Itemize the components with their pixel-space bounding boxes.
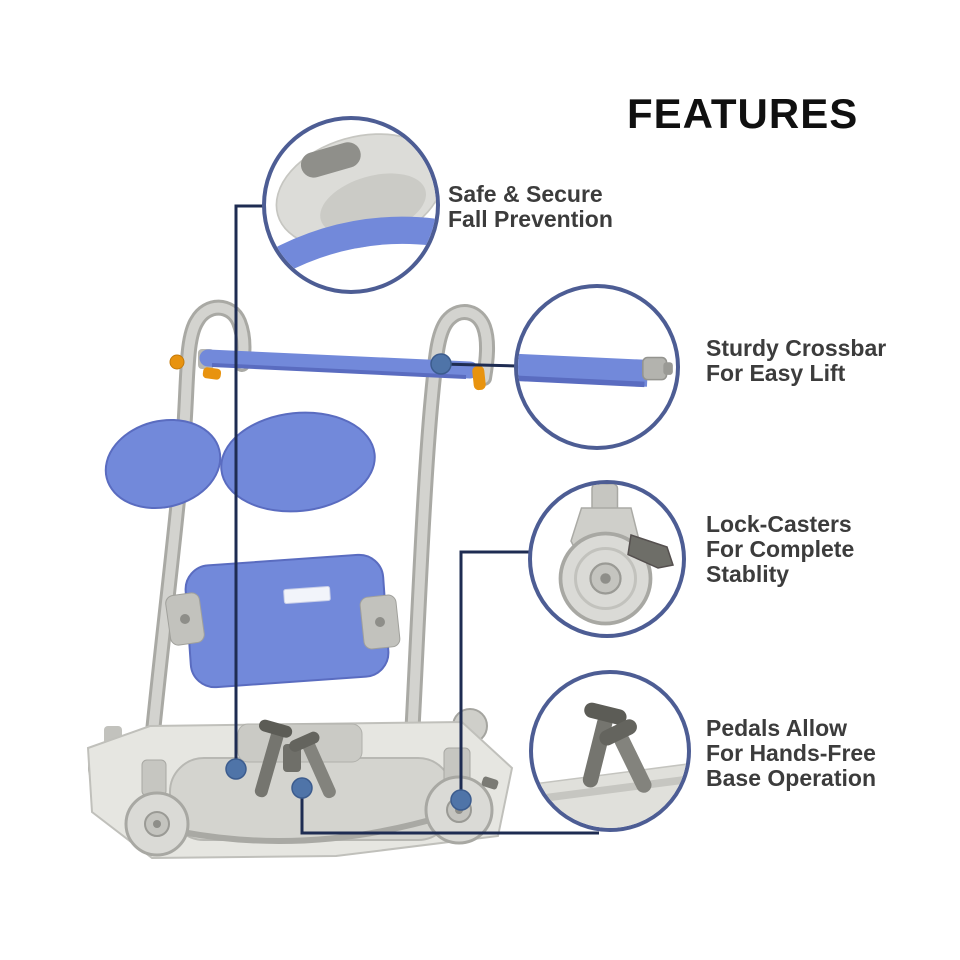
brand-label xyxy=(283,586,331,604)
label-line: Lock-Casters xyxy=(706,511,852,537)
label-line: Fall Prevention xyxy=(448,206,613,232)
callout-label-pedals: Pedals Allow For Hands-Free Base Operati… xyxy=(706,716,876,791)
caster-zoom-illustration xyxy=(558,484,674,626)
callout-label-fall-prevention: Safe & Secure Fall Prevention xyxy=(448,182,613,232)
callout-dot-pedal xyxy=(291,777,313,799)
foot-pedals xyxy=(254,719,336,799)
callout-circle-crossbar xyxy=(514,284,680,450)
label-line: Base Operation xyxy=(706,765,876,791)
label-line: Sturdy Crossbar xyxy=(706,335,887,361)
backrest-panel xyxy=(184,553,390,689)
label-line: Stablity xyxy=(706,561,790,587)
callout-label-lock-casters: Lock-Casters For Complete Stablity xyxy=(706,512,854,587)
crossbar-end-pin xyxy=(642,356,668,381)
seat-handle-slot xyxy=(300,142,361,178)
callout-connector-lines xyxy=(234,204,599,835)
seat-pads xyxy=(104,411,376,513)
caster-wheels xyxy=(124,747,499,857)
callout-dot-seat xyxy=(225,758,247,780)
crossbar xyxy=(198,349,479,379)
pedal-zoom-illustration xyxy=(533,702,687,828)
callout-dot-caster xyxy=(450,789,472,811)
callout-circle-lock-casters xyxy=(528,480,686,638)
label-line: For Easy Lift xyxy=(706,360,846,386)
features-title: FEATURES xyxy=(627,90,859,137)
crossbar-zoom-illustration xyxy=(518,353,673,388)
pedal-lever-right xyxy=(599,719,652,793)
caster-lock-lever xyxy=(627,534,674,569)
callout-dot-crossbar xyxy=(430,353,452,375)
label-line: Safe & Secure xyxy=(448,181,603,207)
callout-circle-fall-prevention xyxy=(262,116,440,294)
seat-edge-cushion xyxy=(266,216,436,280)
adjustment-knobs xyxy=(169,354,486,391)
callout-dots xyxy=(225,353,472,811)
callout-label-crossbar: Sturdy Crossbar For Easy Lift xyxy=(706,336,886,386)
callout-circle-pedals xyxy=(529,670,691,832)
label-line: Pedals Allow xyxy=(706,715,848,741)
chair-frame xyxy=(144,299,495,750)
hinge-brackets xyxy=(165,592,401,650)
seat-zoom-illustration xyxy=(266,133,436,280)
label-line: For Hands-Free xyxy=(706,740,876,766)
label-line: For Complete xyxy=(706,536,855,562)
